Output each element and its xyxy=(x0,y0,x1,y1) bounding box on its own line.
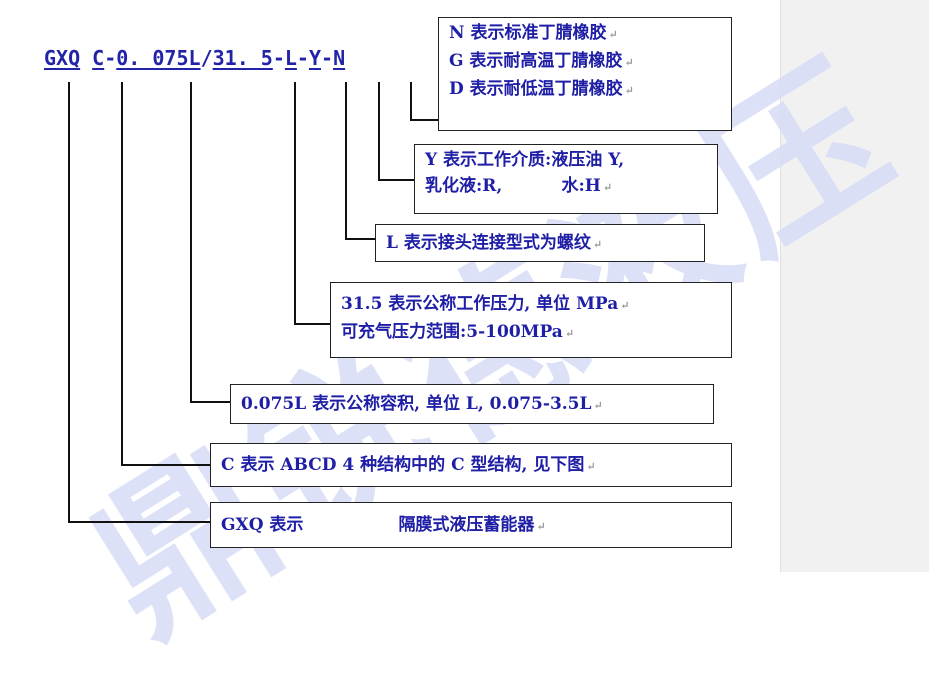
rubber-line-2: G 表示耐高温丁腈橡胶 xyxy=(449,51,623,71)
structure-line: C 表示 ABCD 4 种结构中的 C 型结构, 见下图 xyxy=(221,455,585,475)
medium-box: Y 表示工作介质:液压油 Y, 乳化液:R, 水:H↵ xyxy=(414,144,718,214)
para-mark: ↵ xyxy=(564,327,575,340)
type-prefix: GXQ 表示 xyxy=(221,515,304,535)
para-mark: ↵ xyxy=(586,460,596,473)
pressure-line-2: 可充气压力范围:5-100MPa xyxy=(341,322,563,342)
medium-line-2: 乳化液:R, 水:H xyxy=(425,176,601,196)
volume-box: 0.075L 表示公称容积, 单位 L, 0.075-3.5L↵ xyxy=(230,384,714,424)
medium-line-1: Y 表示工作介质:液压油 Y, xyxy=(425,150,625,170)
rubber-line-3: D 表示耐低温丁腈橡胶 xyxy=(449,79,623,99)
type-box: GXQ 表示 隔膜式液压蓄能器↵ xyxy=(210,502,732,548)
connector-rubber xyxy=(410,119,438,121)
volume-line: 0.075L 表示公称容积, 单位 L, 0.075-3.5L xyxy=(241,394,592,414)
connector-medium xyxy=(378,179,414,181)
type-suffix: 隔膜式液压蓄能器 xyxy=(398,515,535,535)
pressure-box: 31.5 表示公称工作压力, 单位 MPa↵ 可充气压力范围:5-100MPa↵ xyxy=(330,282,732,358)
connector-volume xyxy=(190,82,192,402)
para-mark: ↵ xyxy=(624,84,634,97)
structure-box: C 表示 ABCD 4 种结构中的 C 型结构, 见下图↵ xyxy=(210,443,732,487)
para-mark: ↵ xyxy=(593,399,603,412)
connector-gxq xyxy=(68,521,210,523)
code-volume: 0. 075L xyxy=(116,46,201,70)
thread-line: L 表示接头连接型式为螺纹 xyxy=(386,233,591,253)
right-gray-panel xyxy=(780,0,929,572)
connector-thread xyxy=(345,82,347,239)
connector-volume xyxy=(190,401,230,403)
connector-structure xyxy=(121,82,123,465)
para-mark: ↵ xyxy=(602,181,613,194)
para-mark: ↵ xyxy=(608,28,618,41)
code-gxq: GXQ xyxy=(44,46,81,70)
pressure-line-1: 31.5 表示公称工作压力, 单位 MPa xyxy=(341,294,619,314)
rubber-box: N 表示标准丁腈橡胶↵ G 表示耐高温丁腈橡胶↵ D 表示耐低温丁腈橡胶↵ xyxy=(438,17,732,131)
connector-rubber xyxy=(410,82,412,120)
para-mark: ↵ xyxy=(624,56,634,69)
code-sep: - xyxy=(321,46,334,70)
code-sep: - xyxy=(272,46,285,70)
para-mark: ↵ xyxy=(536,520,546,533)
connector-pressure xyxy=(294,82,296,324)
para-mark: ↵ xyxy=(620,299,630,312)
code-sep: - xyxy=(104,46,117,70)
connector-thread xyxy=(345,238,375,240)
code-sep: - xyxy=(296,46,309,70)
para-mark: ↵ xyxy=(592,238,603,251)
code-thread: L xyxy=(284,46,297,70)
connector-medium xyxy=(378,82,380,180)
code-slash: / xyxy=(200,46,213,70)
rubber-line-1: N 表示标准丁腈橡胶 xyxy=(449,23,607,43)
code-rubber: N xyxy=(333,46,346,70)
code-pressure: 31. 5 xyxy=(212,46,273,70)
code-structure: C xyxy=(92,46,105,70)
connector-pressure xyxy=(294,323,330,325)
thread-box: L 表示接头连接型式为螺纹↵ xyxy=(375,224,705,262)
code-medium: Y xyxy=(308,46,322,70)
model-code: GXQ C-0. 075L/31. 5-L-Y-N xyxy=(44,46,345,70)
connector-structure xyxy=(121,464,210,466)
connector-gxq xyxy=(68,82,70,522)
